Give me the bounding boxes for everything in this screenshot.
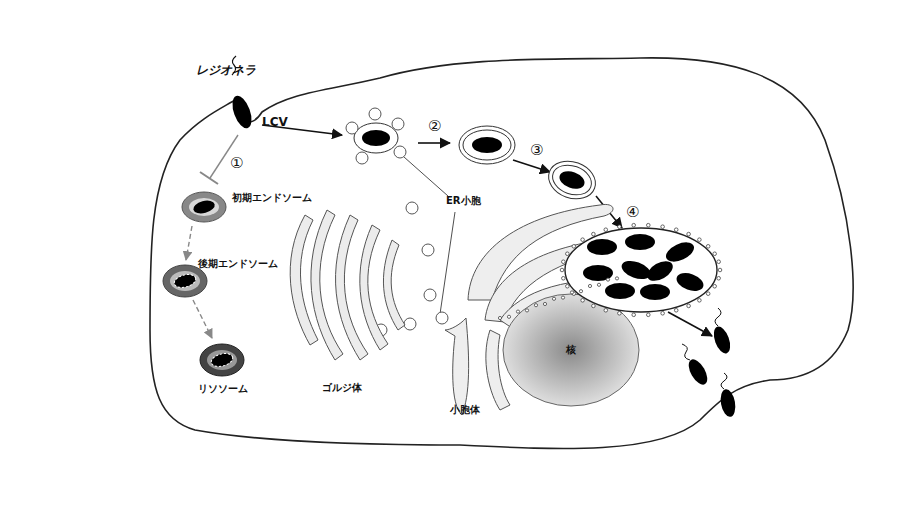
organelle-label: リソソーム	[198, 383, 248, 394]
organelle-label: 小胞体	[450, 404, 480, 415]
callout-number: ③	[530, 142, 543, 159]
organelle-label: 後期エンドソーム	[198, 258, 278, 269]
vacuole-name: LCV	[262, 116, 288, 129]
callout-number: ②	[428, 118, 441, 135]
nucleus-label: 核	[566, 343, 576, 357]
organelle-label: 初期エンドソーム	[232, 192, 312, 203]
organelle-label: ゴルジ体	[322, 382, 362, 393]
nucleus: 核	[561, 340, 581, 360]
callout-number: ①	[230, 155, 243, 172]
vesicle-label: ER小胞	[446, 195, 481, 206]
species-name: レジオネラ	[196, 64, 256, 77]
callout-number: ④	[626, 204, 639, 221]
